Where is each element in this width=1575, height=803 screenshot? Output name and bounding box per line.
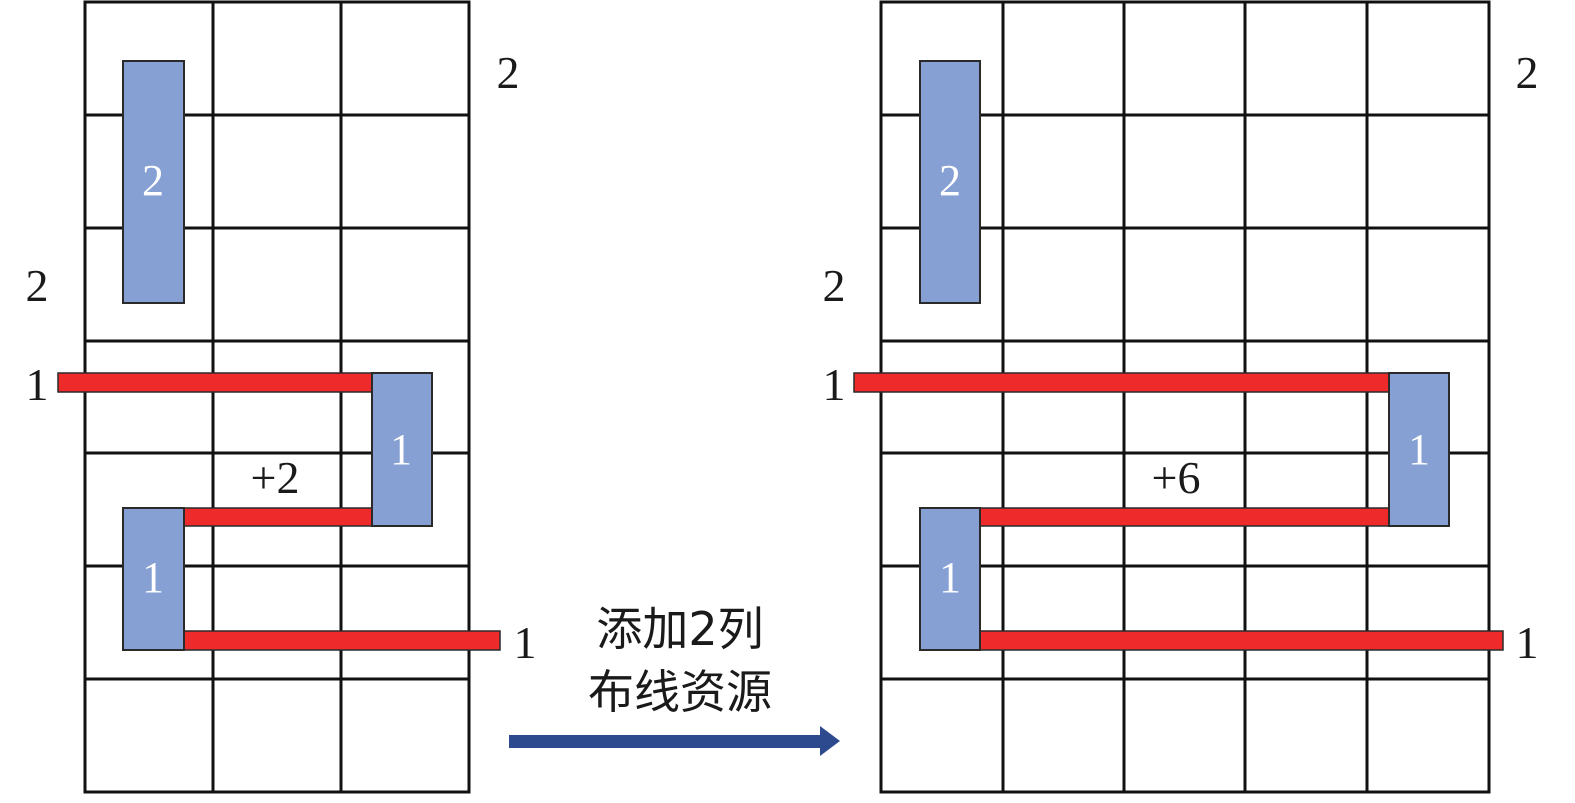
left-grid-border (83, 0, 471, 794)
left-delta-label: +2 (251, 452, 300, 503)
right-block-net1-right (1388, 372, 1450, 527)
right-panel: 2 1 1 2 2 1 1 +6 (823, 0, 1539, 794)
right-pin-left: 2 (823, 260, 846, 311)
right-block-net1-left-label: 1 (939, 553, 961, 602)
right-grid-border (879, 0, 1491, 794)
right-arrow-icon (509, 726, 840, 756)
left-pin-net1-right: 1 (514, 617, 537, 668)
right-wire-bottom (979, 630, 1504, 651)
left-block-net2-label: 2 (142, 156, 164, 205)
right-block-net2 (919, 60, 981, 304)
transition: 添加2列 布线资源 (509, 602, 840, 756)
left-wire-bottom (183, 630, 501, 651)
transition-line1: 添加2列 (596, 602, 763, 656)
left-wire-top (57, 372, 373, 393)
right-block-net1-left (919, 507, 981, 651)
left-block-net1-left (122, 507, 185, 651)
right-block-net2-label: 2 (939, 156, 961, 205)
right-block-net1-right-label: 1 (1408, 425, 1430, 474)
right-wire-top (853, 372, 1390, 393)
transition-line2: 布线资源 (588, 665, 772, 719)
right-delta-label: +6 (1152, 452, 1201, 503)
right-wire-middle (979, 507, 1390, 527)
left-wire-middle (183, 507, 373, 527)
left-block-net1-right (371, 372, 433, 527)
arrow-shaft (509, 735, 821, 748)
left-panel: 2 1 1 2 2 1 1 +2 (26, 0, 537, 794)
left-pin-net1-left: 1 (26, 359, 49, 410)
right-pin-net1-left: 1 (823, 359, 846, 410)
left-block-net2 (122, 60, 185, 304)
right-grid (879, 0, 1491, 794)
left-pin-left: 2 (26, 260, 49, 311)
left-block-net1-left-label: 1 (142, 553, 164, 602)
right-pin-top-right: 2 (1516, 47, 1539, 98)
left-block-net1-right-label: 1 (390, 425, 412, 474)
left-pin-top-right: 2 (497, 47, 520, 98)
arrow-head (820, 726, 840, 756)
right-pin-net1-right: 1 (1516, 617, 1539, 668)
